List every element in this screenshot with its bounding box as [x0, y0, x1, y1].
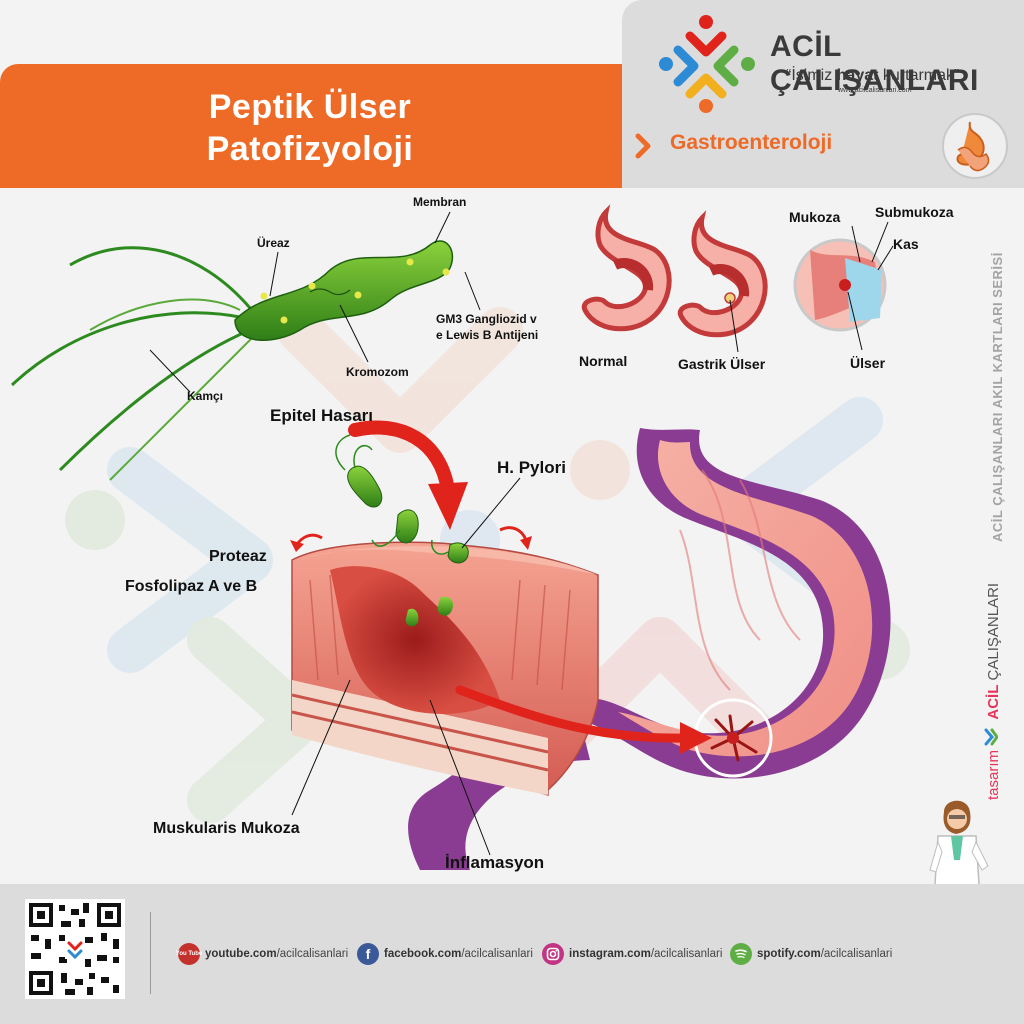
mucosa-tissue-block — [291, 541, 599, 797]
youtube-icon: You Tube — [176, 943, 202, 965]
label-inflamasyon: İnflamasyon — [445, 853, 545, 872]
gastric-ulcer-leader — [729, 299, 739, 353]
normal-stomach — [581, 204, 672, 332]
facebook-handle: /acilcalisanlari — [461, 948, 533, 960]
title-band — [0, 64, 622, 188]
social-facebook-link[interactable]: f facebook.com/acilcalisanlari — [357, 942, 533, 966]
slogan-pre: “İşimiz — [786, 67, 837, 84]
instagram-handle: /acilcalisanlari — [650, 948, 723, 960]
social-spotify-link[interactable]: spotify.com/acilcalisanlari — [730, 942, 892, 966]
label-muskularis-mukoza: Muskularis Mukoza — [153, 820, 300, 837]
label-kamci: Kamçı — [187, 389, 224, 403]
label-ureaz: Üreaz — [257, 236, 290, 250]
title-line-1: Peptik Ülser — [208, 88, 412, 126]
signature-logo-icon — [984, 724, 1002, 746]
label-fosfolipaz: Fosfolipaz A ve B — [125, 578, 258, 595]
label-mukoza: Mukoza — [789, 209, 841, 225]
spotify-text: spotify.com/acilcalisanlari — [757, 948, 892, 960]
design-brand-bold: ACİL — [985, 684, 1002, 720]
label-kromozom: Kromozom — [346, 365, 409, 379]
spotify-label: spotify.com — [757, 948, 821, 960]
h-pylori-bacterium — [10, 240, 454, 481]
tissue-section-diagram — [793, 238, 887, 332]
tissue-leader-lines — [847, 221, 894, 351]
label-proteaz: Proteaz — [209, 548, 267, 565]
label-ulser: Ülser — [850, 355, 886, 371]
label-epitel-hasari: Epitel Hasarı — [270, 406, 373, 425]
bacterium-leader-lines — [149, 211, 481, 393]
design-signature: tasarım ACİL ÇALIŞANLARI — [984, 583, 1002, 800]
design-prefix: tasarım — [985, 749, 1002, 800]
chevron-right-icon — [635, 133, 651, 159]
small-bacteria — [335, 434, 469, 627]
slogan-post: kurtarmak” — [878, 67, 960, 84]
social-youtube-link[interactable]: You Tube youtube.com/acilcalisanlari — [176, 942, 348, 966]
red-arrows — [290, 420, 712, 754]
brand-url[interactable]: www.acilcalisanlari.com — [838, 87, 912, 94]
stomach-icon — [942, 113, 1008, 179]
gastric-ulcer-stomach — [677, 210, 768, 338]
facebook-text: facebook.com/acilcalisanlari — [384, 948, 533, 960]
label-h-pylori: H. Pylori — [497, 458, 566, 477]
label-kas: Kas — [893, 236, 919, 252]
spotify-icon — [730, 943, 752, 965]
block-leader-lines — [291, 477, 521, 856]
label-membran: Membran — [413, 195, 467, 209]
label-gm3-line1: GM3 Gangliozid v — [436, 312, 537, 326]
brand-slogan: “İşimiz hayat kurtarmak” — [786, 67, 959, 85]
label-gastrik-ulser: Gastrik Ülser — [678, 356, 766, 372]
youtube-label: youtube.com — [205, 948, 277, 960]
spotify-handle: /acilcalisanlari — [820, 948, 893, 960]
qr-code-icon[interactable] — [25, 899, 125, 999]
top-left-blank — [0, 0, 622, 64]
label-submukoza: Submukoza — [875, 204, 954, 220]
youtube-text: youtube.com/acilcalisanlari — [205, 948, 348, 960]
label-normal: Normal — [579, 353, 628, 369]
label-gm3-line2: e Lewis B Antijeni — [436, 328, 539, 342]
slogan-bold: hayat — [836, 67, 879, 84]
brand-logo-icon — [659, 15, 755, 113]
series-vertical-text: ACİL ÇALIŞANLARI AKIL KARTLARI SERİSİ — [990, 252, 1005, 542]
instagram-text: instagram.com/acilcalisanlari — [569, 948, 722, 960]
youtube-handle: /acilcalisanlari — [276, 948, 349, 960]
design-brand-rest: ÇALIŞANLARI — [985, 582, 1002, 685]
title-line-2: Patofizyoloji — [206, 130, 414, 168]
page-title: Peptik Ülser Patofizyoloji — [180, 86, 440, 170]
social-instagram-link[interactable]: instagram.com/acilcalisanlari — [542, 942, 722, 966]
brand-name: ACİL ÇALIŞANLARI — [770, 30, 979, 97]
facebook-icon: f — [357, 943, 379, 965]
category-label: Gastroenteroloji — [670, 131, 833, 154]
footer-bar — [0, 884, 1024, 1024]
footer-divider — [150, 912, 151, 994]
instagram-label: instagram.com — [569, 948, 651, 960]
instagram-icon — [542, 943, 564, 965]
facebook-label: facebook.com — [384, 948, 462, 960]
